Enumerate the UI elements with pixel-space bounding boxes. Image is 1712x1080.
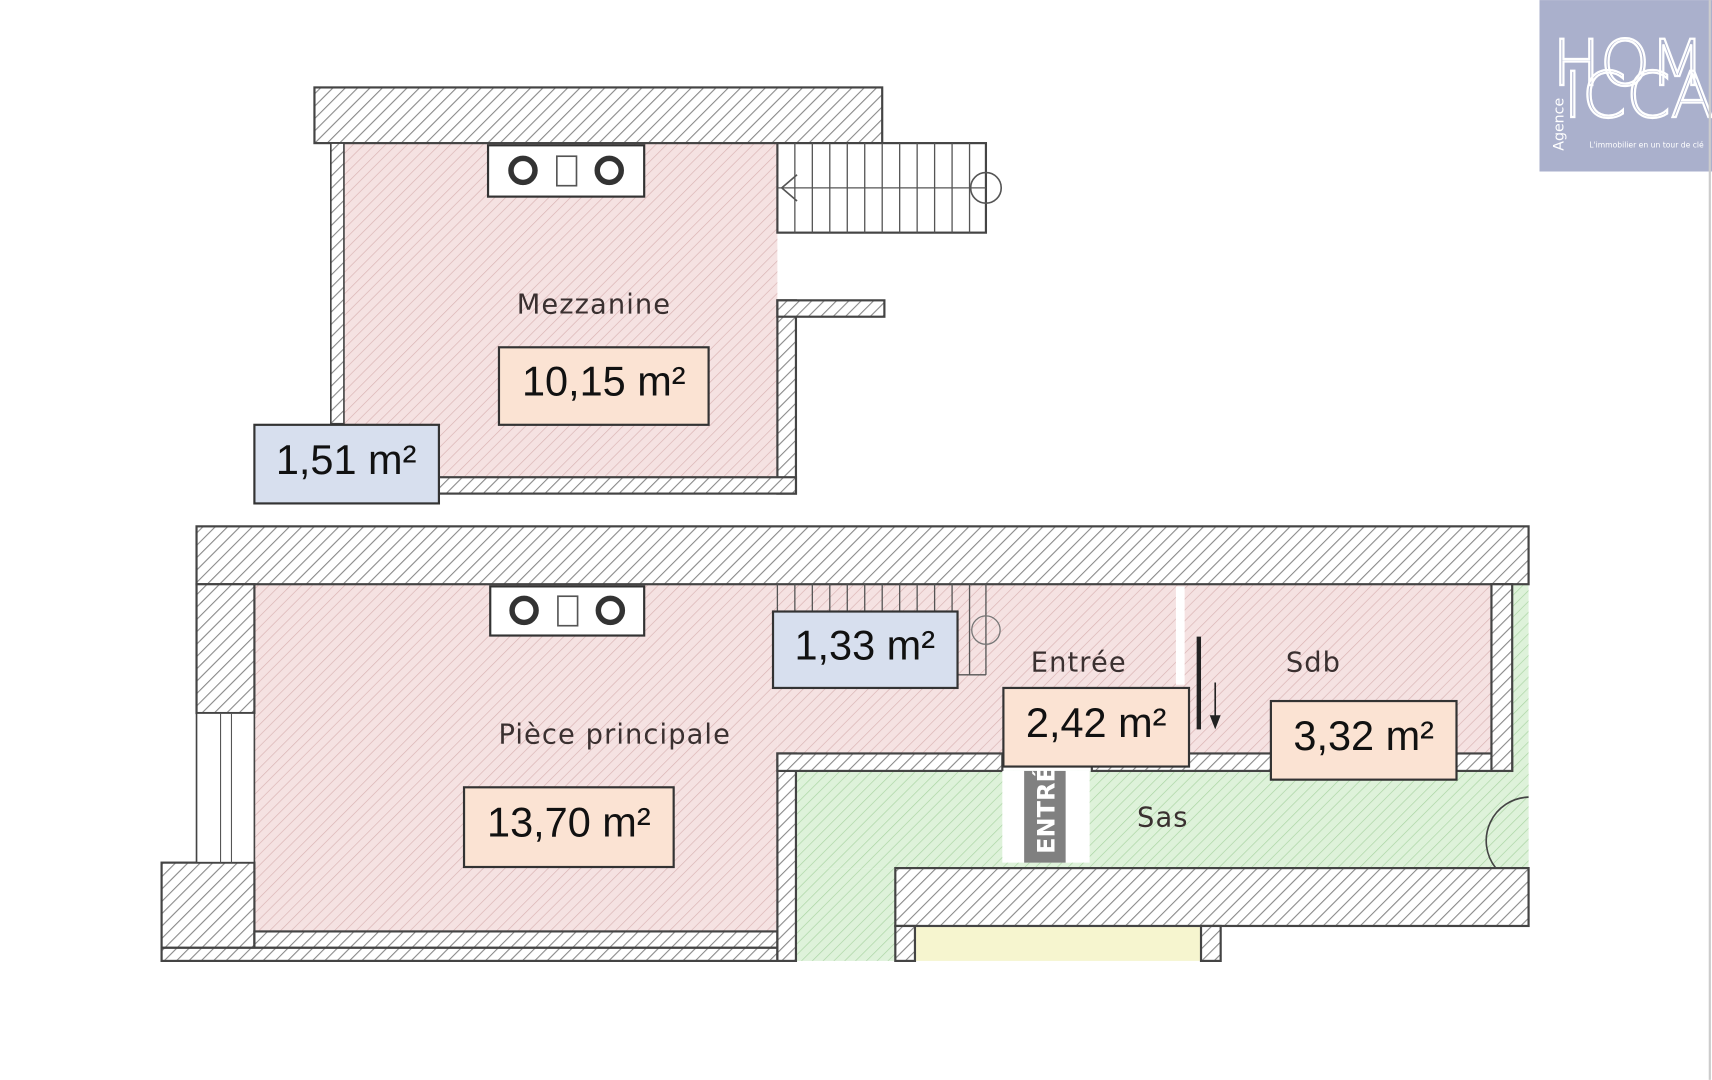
- bathroom-door: [1175, 586, 1221, 730]
- staircase: [776, 584, 1001, 676]
- wall: [330, 142, 345, 425]
- area-box-bath: 3,32 m²: [1269, 699, 1458, 781]
- area-box-main-room: 13,70 m²: [462, 786, 675, 869]
- logo-line2: ICCA: [1564, 58, 1712, 132]
- wall: [437, 476, 798, 495]
- fireplace-icon: [489, 585, 646, 637]
- staircase: [776, 142, 1003, 234]
- svg-text:2,42 m²: 2,42 m²: [1026, 699, 1167, 746]
- area-box-low-height: 1,51 m²: [253, 423, 441, 505]
- area-box-entry: 2,42 m²: [1002, 686, 1191, 768]
- door-swing: [1485, 796, 1529, 869]
- wall: [313, 86, 884, 145]
- logo-tagline: L'immobilier en un tour de clé: [1589, 140, 1704, 149]
- svg-text:3,32 m²: 3,32 m²: [1293, 712, 1434, 759]
- wall: [776, 299, 886, 318]
- agency-logo: HOM ICCA Agence L'immobilier en un tour …: [1539, 0, 1712, 172]
- area-box-mezzanine: 10,15 m²: [497, 346, 710, 426]
- svg-text:13,70 m²: 13,70 m²: [487, 798, 651, 845]
- room-label-sas: Sas: [1137, 803, 1189, 834]
- logo-vertical-text: Agence: [1552, 98, 1568, 151]
- upper-floor: Mezzanine 10,15 m² 1,51 m²: [253, 86, 1003, 505]
- room-label-main: Pièce principale: [498, 720, 731, 751]
- wall: [776, 299, 798, 495]
- room-label-mezzanine: Mezzanine: [517, 289, 671, 320]
- lower-floor: ENTRÉ Pièce principale Entrée Sdb Sas 13…: [160, 525, 1530, 962]
- svg-text:1,33 m²: 1,33 m²: [794, 622, 935, 669]
- walls: [160, 525, 1530, 962]
- fireplace-icon: [486, 144, 646, 198]
- sas-room: [795, 770, 1529, 869]
- logo-line1: HOM: [1553, 26, 1705, 100]
- area-box-stairs: 1,33 m²: [771, 610, 959, 690]
- svg-text:10,15 m²: 10,15 m²: [522, 357, 686, 404]
- svg-text:1,51 m²: 1,51 m²: [276, 436, 417, 483]
- room-label-entry: Entrée: [1031, 648, 1127, 679]
- window: [195, 712, 256, 864]
- main-room: [254, 584, 778, 932]
- entrance-marker: ENTRÉ: [1032, 766, 1061, 854]
- entrance-door: ENTRÉ: [1002, 766, 1090, 863]
- room-label-bath: Sdb: [1286, 648, 1341, 679]
